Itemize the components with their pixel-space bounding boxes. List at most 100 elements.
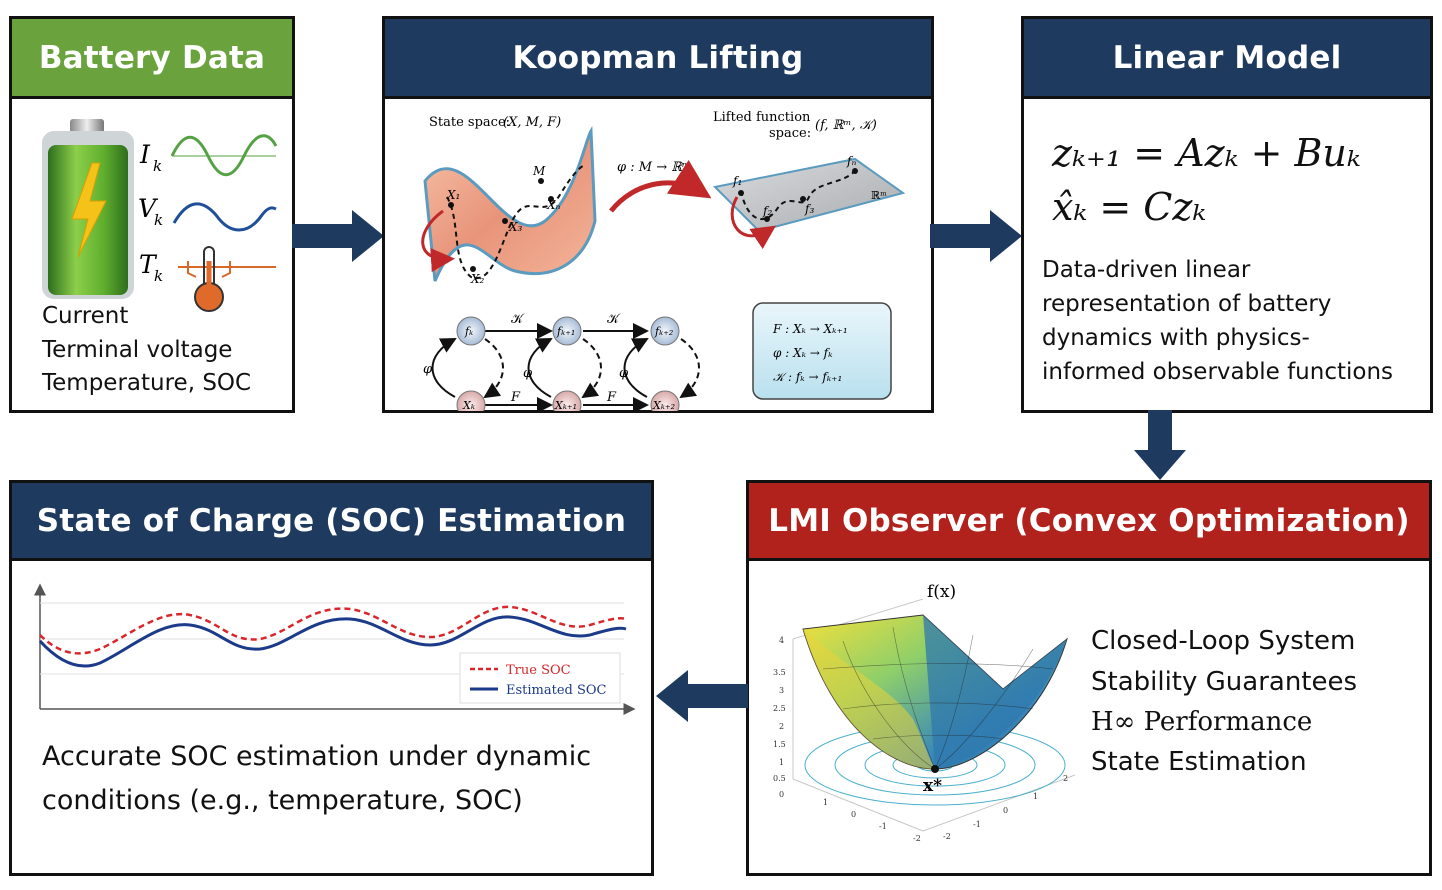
battery-data-panel: Battery Data I k V k T k [9, 16, 295, 413]
flow-arrow-icon [292, 210, 384, 262]
svg-text:0: 0 [1003, 806, 1008, 815]
manifold-label-x2: X₂ [470, 272, 485, 286]
svg-text:k: k [154, 211, 163, 229]
linear-desc-line-2: representation of battery [1042, 291, 1332, 317]
svg-text:k: k [154, 267, 163, 285]
svg-text:-1: -1 [973, 820, 981, 829]
lifted-label-f1: f₁ [732, 174, 742, 188]
svg-text:3: 3 [779, 686, 784, 695]
manifold-label-xn: Xₙ [546, 198, 561, 212]
linear-desc-line-3: dynamics with physics- [1042, 325, 1310, 351]
definition-phi: φ : Xₖ → fₖ [773, 346, 833, 360]
chain-koopman-label-1: 𝒦 [511, 312, 525, 327]
svg-text:0.5: 0.5 [773, 774, 786, 783]
soc-estimation-chart: True SOC Estimated SOC [34, 583, 636, 715]
flow-arrow-icon [656, 670, 748, 722]
svg-text:k: k [153, 157, 162, 175]
lifted-space-tuple: (f, ℝᵐ, 𝒦) [815, 118, 877, 133]
definition-F: F : Xₖ → Xₖ₊₁ [772, 322, 848, 336]
soc-desc-line-1: Accurate SOC estimation under dynamic [42, 741, 592, 772]
lifted-label-f3: f₃ [804, 202, 814, 216]
svg-text:4: 4 [779, 636, 784, 645]
battery-icon [42, 119, 134, 299]
lifted-space-label-2: space: [769, 126, 811, 141]
chain-phi-label-3: φ [619, 366, 629, 381]
lifted-plane [712, 157, 906, 233]
svg-text:-2: -2 [943, 832, 951, 841]
chain-node-fk1: fₖ₊₁ [556, 325, 575, 338]
battery-line-voltage: Terminal voltage [42, 337, 233, 363]
lifted-space-label-1: Lifted function [713, 110, 811, 125]
svg-text:1: 1 [1033, 792, 1038, 801]
state-equation: zₖ₊₁ = Azₖ + Buₖ [1052, 131, 1361, 175]
manifold-label-m: M [532, 164, 546, 178]
signal-V-label: V [138, 194, 159, 223]
lmi-line-stability: Stability Guarantees [1091, 667, 1358, 697]
battery-data-title: Battery Data [12, 19, 292, 99]
lifted-label-f2: f₂ [762, 204, 772, 218]
svg-text:1: 1 [823, 798, 828, 807]
signal-I-label: I [139, 140, 151, 169]
lmi-line-state-estimation: State Estimation [1091, 747, 1307, 777]
soc-desc-line-2: conditions (e.g., temperature, SOC) [42, 785, 523, 816]
lmi-observer-panel: LMI Observer (Convex Optimization) f(x) [746, 480, 1432, 876]
function-label: f(x) [927, 582, 956, 602]
convex-function-plot: f(x) x* 43.53 2.521.5 10.50 10-1-2 210-1… [773, 582, 1076, 843]
lmi-line-hinf: H∞ Performance [1091, 707, 1313, 737]
soc-estimation-title: State of Charge (SOC) Estimation [12, 483, 651, 561]
linear-desc-line-1: Data-driven linear [1042, 257, 1251, 283]
manifold-label-x3: X₃ [508, 220, 523, 234]
thermometer-icon [187, 246, 231, 312]
chain-node-xk: Xₖ [462, 399, 475, 411]
svg-text:0: 0 [851, 810, 856, 819]
linear-model-title: Linear Model [1024, 19, 1430, 99]
current-wave [170, 134, 278, 177]
chain-F-label-2: F [606, 390, 617, 405]
flow-arrow-icon [930, 210, 1022, 262]
lmi-observer-title: LMI Observer (Convex Optimization) [749, 483, 1429, 561]
minimum-point [931, 765, 939, 773]
svg-text:2: 2 [1063, 774, 1068, 783]
lifting-map-arrow [609, 159, 712, 213]
estimated-soc-series [38, 615, 627, 668]
legend-estimated-soc: Estimated SOC [506, 683, 607, 698]
linear-model-panel: Linear Model zₖ₊₁ = Azₖ + Buₖ x̂ₖ = Czₖ … [1021, 16, 1433, 413]
svg-text:2: 2 [779, 722, 784, 731]
output-equation: x̂ₖ = Czₖ [1052, 185, 1207, 229]
koopman-lifting-panel: Koopman Lifting State space: (X, M, F) [382, 16, 934, 413]
soc-legend [459, 652, 621, 704]
svg-text:1: 1 [779, 758, 784, 767]
svg-text:2.5: 2.5 [773, 704, 786, 713]
battery-line-current: Current [42, 303, 129, 329]
chain-node-xk2: Xₖ₊₂ [652, 399, 675, 411]
svg-text:-1: -1 [879, 822, 887, 831]
chain-node-xk1: Xₖ₊₁ [554, 399, 577, 411]
svg-text:0: 0 [779, 790, 784, 799]
definition-K: 𝒦 : fₖ → fₖ₊₁ [773, 370, 842, 384]
manifold-label-x1: X₁ [446, 188, 460, 202]
lmi-line-closed-loop: Closed-Loop System [1091, 626, 1356, 656]
state-space-label: State space: [429, 115, 510, 130]
chain-phi-label-1: φ [423, 362, 433, 377]
state-manifold [423, 125, 597, 282]
chain-phi-label-2: φ [523, 366, 533, 381]
svg-text:-2: -2 [913, 834, 921, 843]
linear-desc-line-4: informed observable functions [1042, 359, 1394, 385]
chain-node-fk: fₖ [464, 325, 473, 338]
state-space-tuple: (X, M, F) [503, 115, 561, 130]
minimum-label: x* [923, 776, 942, 796]
lifted-label-fn: fₙ [846, 154, 856, 168]
koopman-lifting-illustration: State space: (X, M, F) X₁ X₃ Xₙ X₂ M φ :… [421, 110, 906, 411]
signal-T-label: T [139, 250, 158, 279]
koopman-chain-diagram [431, 316, 700, 411]
battery-signals-illustration: I k V k T k [42, 119, 278, 312]
true-soc-series [39, 605, 627, 655]
svg-text:3.5: 3.5 [773, 668, 786, 677]
chain-node-fk2: fₖ₊₂ [654, 325, 673, 338]
convex-bowl-surface [802, 614, 1068, 770]
chain-F-label-1: F [510, 390, 521, 405]
soc-estimation-panel: State of Charge (SOC) Estimation True SO… [9, 480, 654, 876]
flow-arrow-icon [1134, 410, 1186, 480]
battery-line-temperature: Temperature, SOC [42, 370, 252, 396]
lifting-map-label: φ : M → ℝᵐ [617, 160, 690, 175]
